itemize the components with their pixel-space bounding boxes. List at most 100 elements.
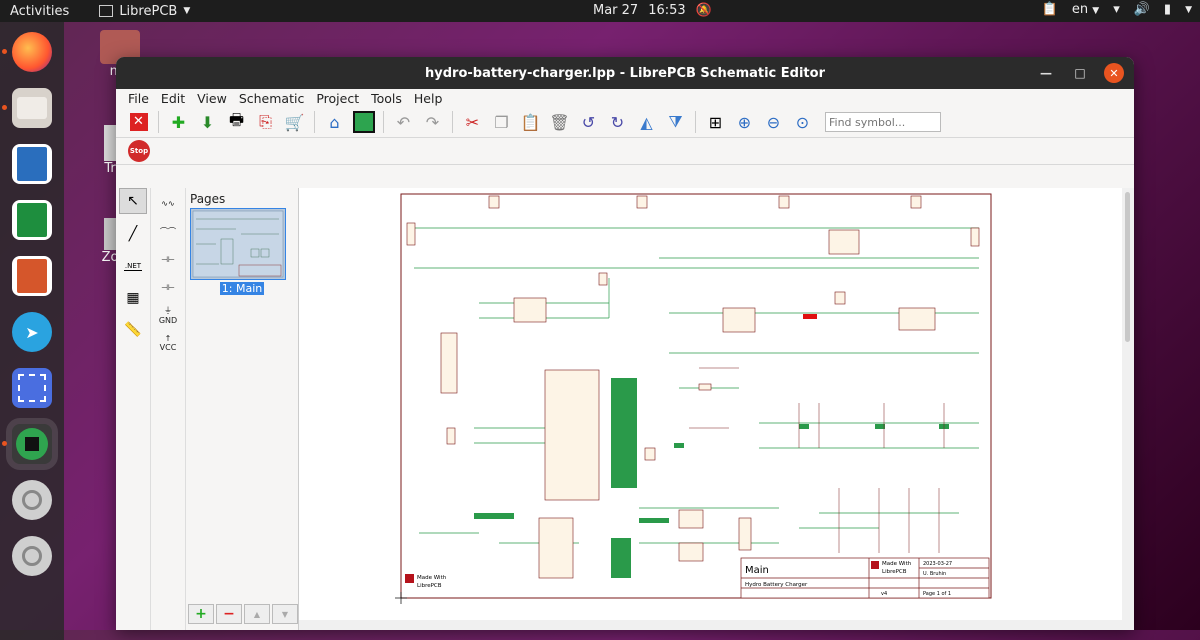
made-with-brand-2: LibrePCB [417, 583, 442, 589]
telegram-icon[interactable]: ➤ [12, 312, 52, 352]
chevron-down-icon: ▼ [1185, 4, 1192, 15]
clock-date: Mar 27 [593, 3, 639, 18]
main-toolbar: ✕ ✚ ⬇ 🖶 ⎘ 🛒 ⌂ ↶ ↷ ✂ ❐ 📋 🗑 ↺ ↻ ◭ ⧩ ⊞ ⊕ ⊖ … [116, 107, 1134, 138]
save-icon[interactable]: ⬇ [200, 112, 215, 132]
zoom-in-icon[interactable]: ⊕ [737, 112, 752, 132]
schematic-canvas[interactable]: Main Hydro Battery Charger 2023-03-27 U.… [299, 188, 1134, 630]
app-icon [99, 5, 114, 17]
wire-tool-icon[interactable]: ╱ [128, 226, 138, 242]
move-page-down-button[interactable]: ▼ [272, 604, 298, 624]
app-menu-label: LibrePCB [119, 3, 178, 19]
schematic-title: Main [745, 565, 769, 576]
menu-view[interactable]: View [197, 90, 227, 106]
board-editor-icon[interactable] [351, 110, 376, 135]
calc-icon[interactable] [12, 200, 52, 240]
menu-project[interactable]: Project [316, 90, 360, 106]
vcc-symbol[interactable]: ↑VCC [159, 334, 177, 352]
menu-file[interactable]: File [128, 90, 149, 106]
pages-panel: Pages 1: Main + − ▲ ▼ [186, 188, 299, 630]
librepcb-icon[interactable] [2, 418, 58, 470]
polarized-capacitor-icon[interactable]: ⊣⊢ [161, 282, 175, 292]
close-project-icon[interactable]: ✕ [126, 110, 151, 135]
select-tool-icon[interactable]: ↖ [119, 188, 147, 214]
writer-icon[interactable] [12, 144, 52, 184]
dock: ➤ [0, 22, 64, 640]
menu-schematic[interactable]: Schematic [238, 90, 305, 106]
close-button[interactable]: ✕ [1104, 63, 1124, 83]
cut-icon[interactable]: ✂ [465, 112, 480, 132]
new-page-icon[interactable]: ✚ [171, 112, 186, 132]
firefox-icon[interactable] [2, 32, 52, 72]
activities-button[interactable]: Activities [10, 3, 70, 19]
menu-bar: File Edit View Schematic Project Tools H… [116, 89, 1134, 107]
volume-icon: 🔊 [1133, 2, 1150, 17]
component-palette: ∿∿ ⌒⌒ ⊣⊢ ⊣⊢ ⏚GND ↑VCC [151, 188, 186, 630]
page-item-main[interactable]: 1: Main [220, 282, 264, 295]
copy-icon[interactable]: ❐ [494, 112, 509, 132]
schematic-subtitle: Hydro Battery Charger [745, 582, 808, 588]
clock[interactable]: Mar 27 16:53 🔕 [593, 3, 712, 18]
screenshot-icon[interactable] [12, 368, 52, 408]
inductor-icon[interactable]: ⌒⌒ [160, 226, 176, 236]
made-with-brand: LibrePCB [882, 569, 907, 575]
made-with-label-2: Made With [417, 575, 447, 581]
schematic-page: Page 1 of 1 [923, 591, 951, 597]
measure-tool-icon[interactable]: 📏 [124, 322, 142, 338]
add-page-button[interactable]: + [188, 604, 214, 624]
rotate-ccw-icon[interactable]: ↺ [581, 112, 596, 132]
disc-icon[interactable] [12, 480, 52, 520]
mirror-icon[interactable]: ◭ [640, 112, 653, 132]
language-indicator[interactable]: en ▼ [1071, 2, 1100, 17]
zoom-fit-icon[interactable]: ⊙ [795, 112, 810, 132]
flip-icon[interactable]: ⧩ [668, 112, 683, 131]
clipboard-icon: 📋 [1041, 2, 1058, 17]
net-label-tool[interactable]: .NET [124, 261, 142, 271]
tool-palette: ↖ ╱ .NET ▦ 📏 [116, 188, 151, 630]
export-pdf-icon[interactable]: ⎘ [259, 112, 272, 131]
zoom-out-icon[interactable]: ⊖ [766, 112, 781, 132]
remove-page-button[interactable]: − [216, 604, 242, 624]
delete-icon[interactable]: 🗑 [549, 112, 570, 132]
command-toolbar: Stop [116, 138, 1134, 165]
librepcb-logo-icon [871, 561, 879, 569]
grid-icon[interactable]: ⊞ [708, 112, 723, 132]
resistor-icon[interactable]: ∿∿ [161, 198, 175, 208]
schematic-date: 2023-03-27 [923, 561, 952, 567]
print-icon[interactable]: 🖶 [228, 109, 245, 129]
menu-edit[interactable]: Edit [160, 90, 186, 106]
pages-header: Pages [190, 192, 226, 206]
app-menu[interactable]: LibrePCB ▼ [99, 4, 190, 19]
rotate-cw-icon[interactable]: ↻ [610, 112, 625, 132]
undo-icon[interactable]: ↶ [396, 112, 411, 132]
files-icon[interactable] [2, 88, 52, 128]
paste-icon[interactable]: 📋 [520, 112, 541, 132]
zoom-label: Zo [101, 250, 119, 265]
order-pcb-icon[interactable]: 🛒 [284, 112, 305, 132]
impress-icon[interactable] [12, 256, 52, 296]
disc-icon-2[interactable] [12, 536, 52, 576]
maximize-button[interactable]: □ [1074, 66, 1086, 80]
system-tray[interactable]: 📋 en ▼ ▾ 🔊 ▮ ▼ [1042, 2, 1192, 17]
horizontal-scrollbar[interactable] [299, 620, 1134, 630]
schematic-author: U. Bruhin [923, 571, 946, 577]
capacitor-icon[interactable]: ⊣⊢ [161, 254, 175, 264]
find-symbol-input[interactable] [825, 112, 941, 132]
page-thumbnail[interactable] [190, 208, 286, 280]
chevron-down-icon: ▼ [183, 6, 191, 16]
trash-label: Tr [104, 161, 116, 176]
menu-help[interactable]: Help [413, 90, 443, 106]
vertical-scrollbar[interactable] [1122, 188, 1134, 628]
control-panel-icon[interactable]: ⌂ [329, 112, 340, 132]
stop-button[interactable]: Stop [128, 140, 150, 162]
redo-icon[interactable]: ↷ [425, 112, 440, 132]
minimize-button[interactable]: — [1040, 66, 1052, 80]
notifications-muted-icon: 🔕 [695, 3, 712, 18]
top-bar: Activities LibrePCB ▼ Mar 27 16:53 🔕 📋 e… [0, 0, 1200, 22]
gnd-symbol[interactable]: ⏚GND [158, 306, 178, 325]
move-page-up-button[interactable]: ▲ [244, 604, 270, 624]
librepcb-logo-icon-2 [405, 574, 414, 583]
add-component-icon[interactable]: ▦ [126, 290, 140, 306]
window-titlebar[interactable]: hydro-battery-charger.lpp - LibrePCB Sch… [116, 57, 1134, 89]
menu-tools[interactable]: Tools [371, 90, 402, 106]
schematic-drawing: Main Hydro Battery Charger 2023-03-27 U.… [395, 193, 992, 604]
